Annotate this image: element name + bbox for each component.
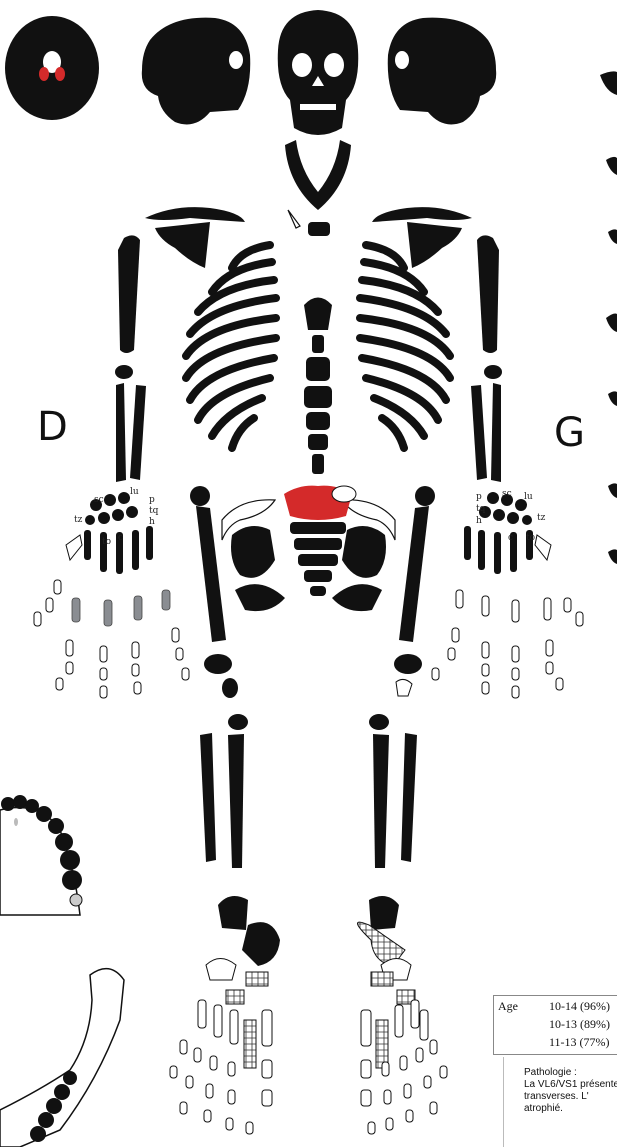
pathology-line: La VL6/VS1 présente [504, 1079, 617, 1091]
scapula-left [407, 222, 462, 268]
maxilla-occlusal-view [0, 795, 82, 915]
leg-right [200, 714, 248, 868]
carpal-label: c [118, 533, 123, 543]
mandible-lateral-view [0, 969, 124, 1147]
occipital-condyle-right-pathology [39, 67, 49, 81]
forearm-left [471, 365, 502, 482]
ribcage-left [360, 245, 450, 448]
carpal-label: sc [94, 495, 104, 505]
carpal-label: p [476, 492, 482, 502]
carpal-label: lu [130, 487, 139, 497]
carpal-label: tq [476, 504, 486, 514]
foot-right [170, 896, 280, 1134]
age-estimate-table: Age 10-14 (96%) 10-13 (89%) 11-13 (77%) [493, 995, 617, 1055]
femoral-head-fragment [332, 486, 356, 502]
carpal-label: h [149, 517, 155, 527]
femur-right [190, 486, 232, 674]
partial-vertebrae-edge [606, 157, 617, 564]
hyoid [288, 210, 300, 228]
carpal-label: c [508, 533, 513, 543]
carpal-label: tq [149, 506, 159, 516]
occipital-condyle-left-pathology [55, 67, 65, 81]
age-row: 10-13 (89%) [549, 1017, 610, 1032]
side-label-right: D [37, 407, 68, 447]
sacrum [290, 522, 346, 596]
foot-left [357, 896, 447, 1134]
carpal-label: to [102, 537, 111, 547]
carpal-label: tz [74, 515, 83, 525]
ilium-right [231, 526, 275, 578]
carpal-label: p [149, 495, 155, 505]
pathology-line: transverses. L' [504, 1091, 617, 1103]
mandible [285, 140, 351, 210]
age-row: 11-13 (77%) [549, 1035, 610, 1050]
clavicle-right [145, 207, 245, 222]
femur-left [394, 486, 435, 674]
carpal-label: sc [502, 489, 512, 499]
manubrium [308, 222, 330, 236]
carpal-label: lu [524, 492, 533, 502]
pathology-line: atrophié. [504, 1103, 617, 1115]
age-row: 10-14 (96%) [549, 999, 610, 1014]
carpal-label: h [476, 516, 482, 526]
carpal-label: to [526, 533, 535, 543]
ilium-left [342, 526, 386, 578]
skull-right-lateral-view [142, 18, 250, 125]
clavicle-left [372, 207, 472, 222]
pubis-ischium-left [332, 584, 382, 611]
ribcage-right [186, 245, 276, 448]
skull-inferior-view [5, 16, 99, 120]
hand-right [34, 492, 189, 698]
side-label-left: G [554, 413, 585, 453]
carpal-label: tz [537, 513, 546, 523]
forearm-right [115, 365, 146, 482]
leg-left [369, 714, 417, 868]
skull-left-lateral-view [388, 18, 496, 125]
vertebral-column [304, 298, 332, 475]
patella-left [396, 679, 412, 696]
humerus-left [477, 235, 499, 353]
pathology-line: Pathologie : [504, 1067, 617, 1079]
hand-left [432, 492, 583, 698]
pathology-notes: Pathologie : La VL6/VS1 présente transve… [503, 1057, 617, 1147]
pubis-ischium-right [235, 584, 285, 611]
scapula-right [155, 222, 210, 268]
age-title: Age [498, 999, 518, 1014]
humerus-right [118, 235, 140, 353]
partial-skull-edge [600, 71, 617, 95]
skull-anterior-view [278, 10, 359, 135]
patella-right [222, 678, 238, 698]
